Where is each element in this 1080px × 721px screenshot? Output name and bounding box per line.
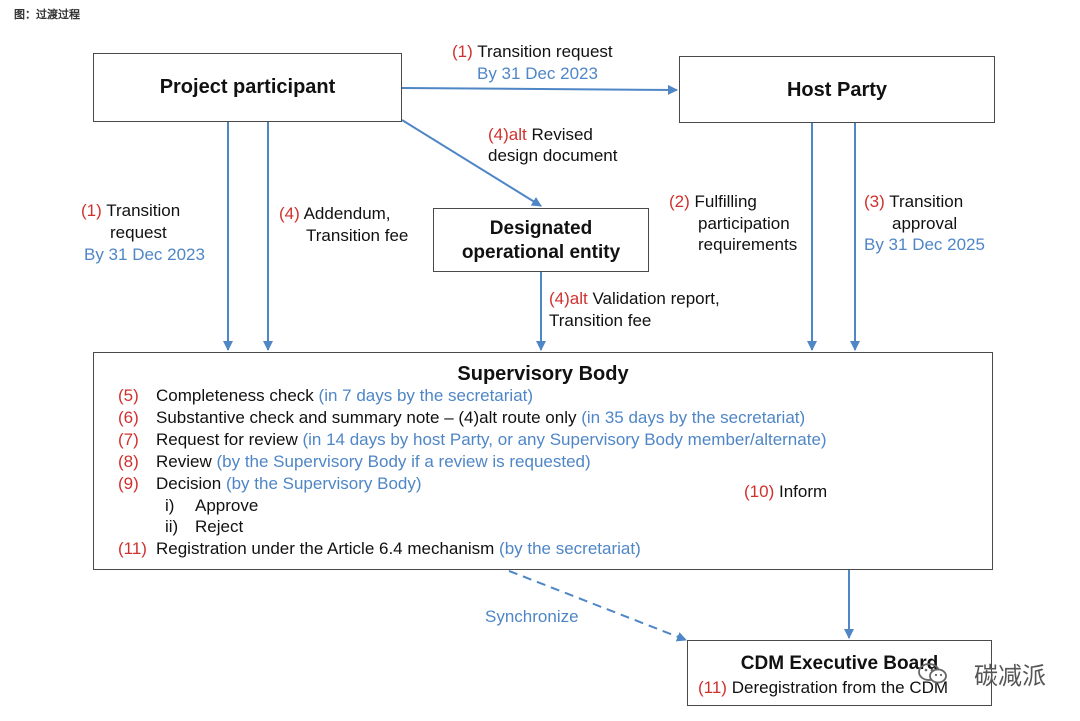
sb-step: (7) Request for review (in 14 days by ho… — [118, 430, 827, 449]
doe-label-line2: operational entity — [461, 242, 621, 263]
arrow-pp-to-doe — [401, 119, 542, 207]
edge-label-inform: (10) Inform — [744, 482, 828, 501]
edge-deadline-pp-sb-1: By 31 Dec 2023 — [84, 245, 205, 264]
edge-deadline-pp-host: By 31 Dec 2023 — [477, 64, 598, 83]
supervisory-body-box: Supervisory Body — [93, 352, 993, 570]
edge-label-host-2-line2: participation — [698, 214, 790, 233]
cdm-step: (11) Deregistration from the CDM — [698, 678, 949, 697]
edge-label-host-3-line2: approval — [892, 214, 958, 233]
sb-step: (6) Substantive check and summary note –… — [118, 408, 806, 427]
sb-decision-option: ii) Reject — [165, 517, 244, 536]
edge-label-doe-sb-line2: Transition fee — [549, 311, 652, 330]
sb-step: (9) Decision (by the Supervisory Body) — [118, 474, 422, 493]
edge-label-pp-sb-4: (4) Addendum, — [279, 204, 391, 223]
sb-step: (11) Registration under the Article 6.4 … — [118, 539, 641, 558]
sb-step: (8) Review (by the Supervisory Body if a… — [118, 452, 591, 471]
edge-label-host-2: (2) Fulfilling — [669, 192, 757, 211]
host-party-label: Host Party — [786, 79, 888, 101]
edge-deadline-host-3: By 31 Dec 2025 — [864, 235, 985, 254]
edge-label-pp-doe-line2: design document — [488, 146, 618, 165]
edge-label-pp-sb-1-line2: request — [110, 223, 167, 242]
doe-label-line1: Designated — [489, 218, 593, 239]
cdm-board-label: CDM Executive Board — [740, 653, 939, 674]
sb-decision-option: i) Approve — [165, 496, 259, 515]
sb-step: (5) Completeness check (in 7 days by the… — [118, 386, 534, 405]
edge-label-host-2-line3: requirements — [698, 235, 798, 254]
supervisory-body-label: Supervisory Body — [457, 363, 629, 385]
figure-caption: 图：过渡过程 — [14, 9, 80, 21]
edge-label-pp-sb-4-line2: Transition fee — [306, 226, 409, 245]
edge-label-synchronize: Synchronize — [485, 607, 579, 626]
edge-label-pp-host: (1) Transition request — [452, 42, 613, 61]
arrow-pp-to-host — [401, 84, 678, 95]
watermark-text: 碳减派 — [974, 663, 1046, 690]
arrow-synchronize — [480, 558, 687, 642]
edge-label-host-3: (3) Transition — [864, 192, 964, 211]
project-participant-box: Project participant — [93, 53, 402, 122]
edge-label-pp-doe: (4)alt Revised — [488, 125, 593, 144]
host-party-box: Host Party — [679, 56, 995, 123]
doe-box: Designated operational entity — [433, 208, 649, 272]
wechat-icon — [918, 663, 947, 684]
edge-label-doe-sb: (4)alt Validation report, — [549, 289, 720, 308]
edge-label-pp-sb-1: (1) Transition — [81, 201, 181, 220]
project-participant-label: Project participant — [159, 76, 336, 98]
